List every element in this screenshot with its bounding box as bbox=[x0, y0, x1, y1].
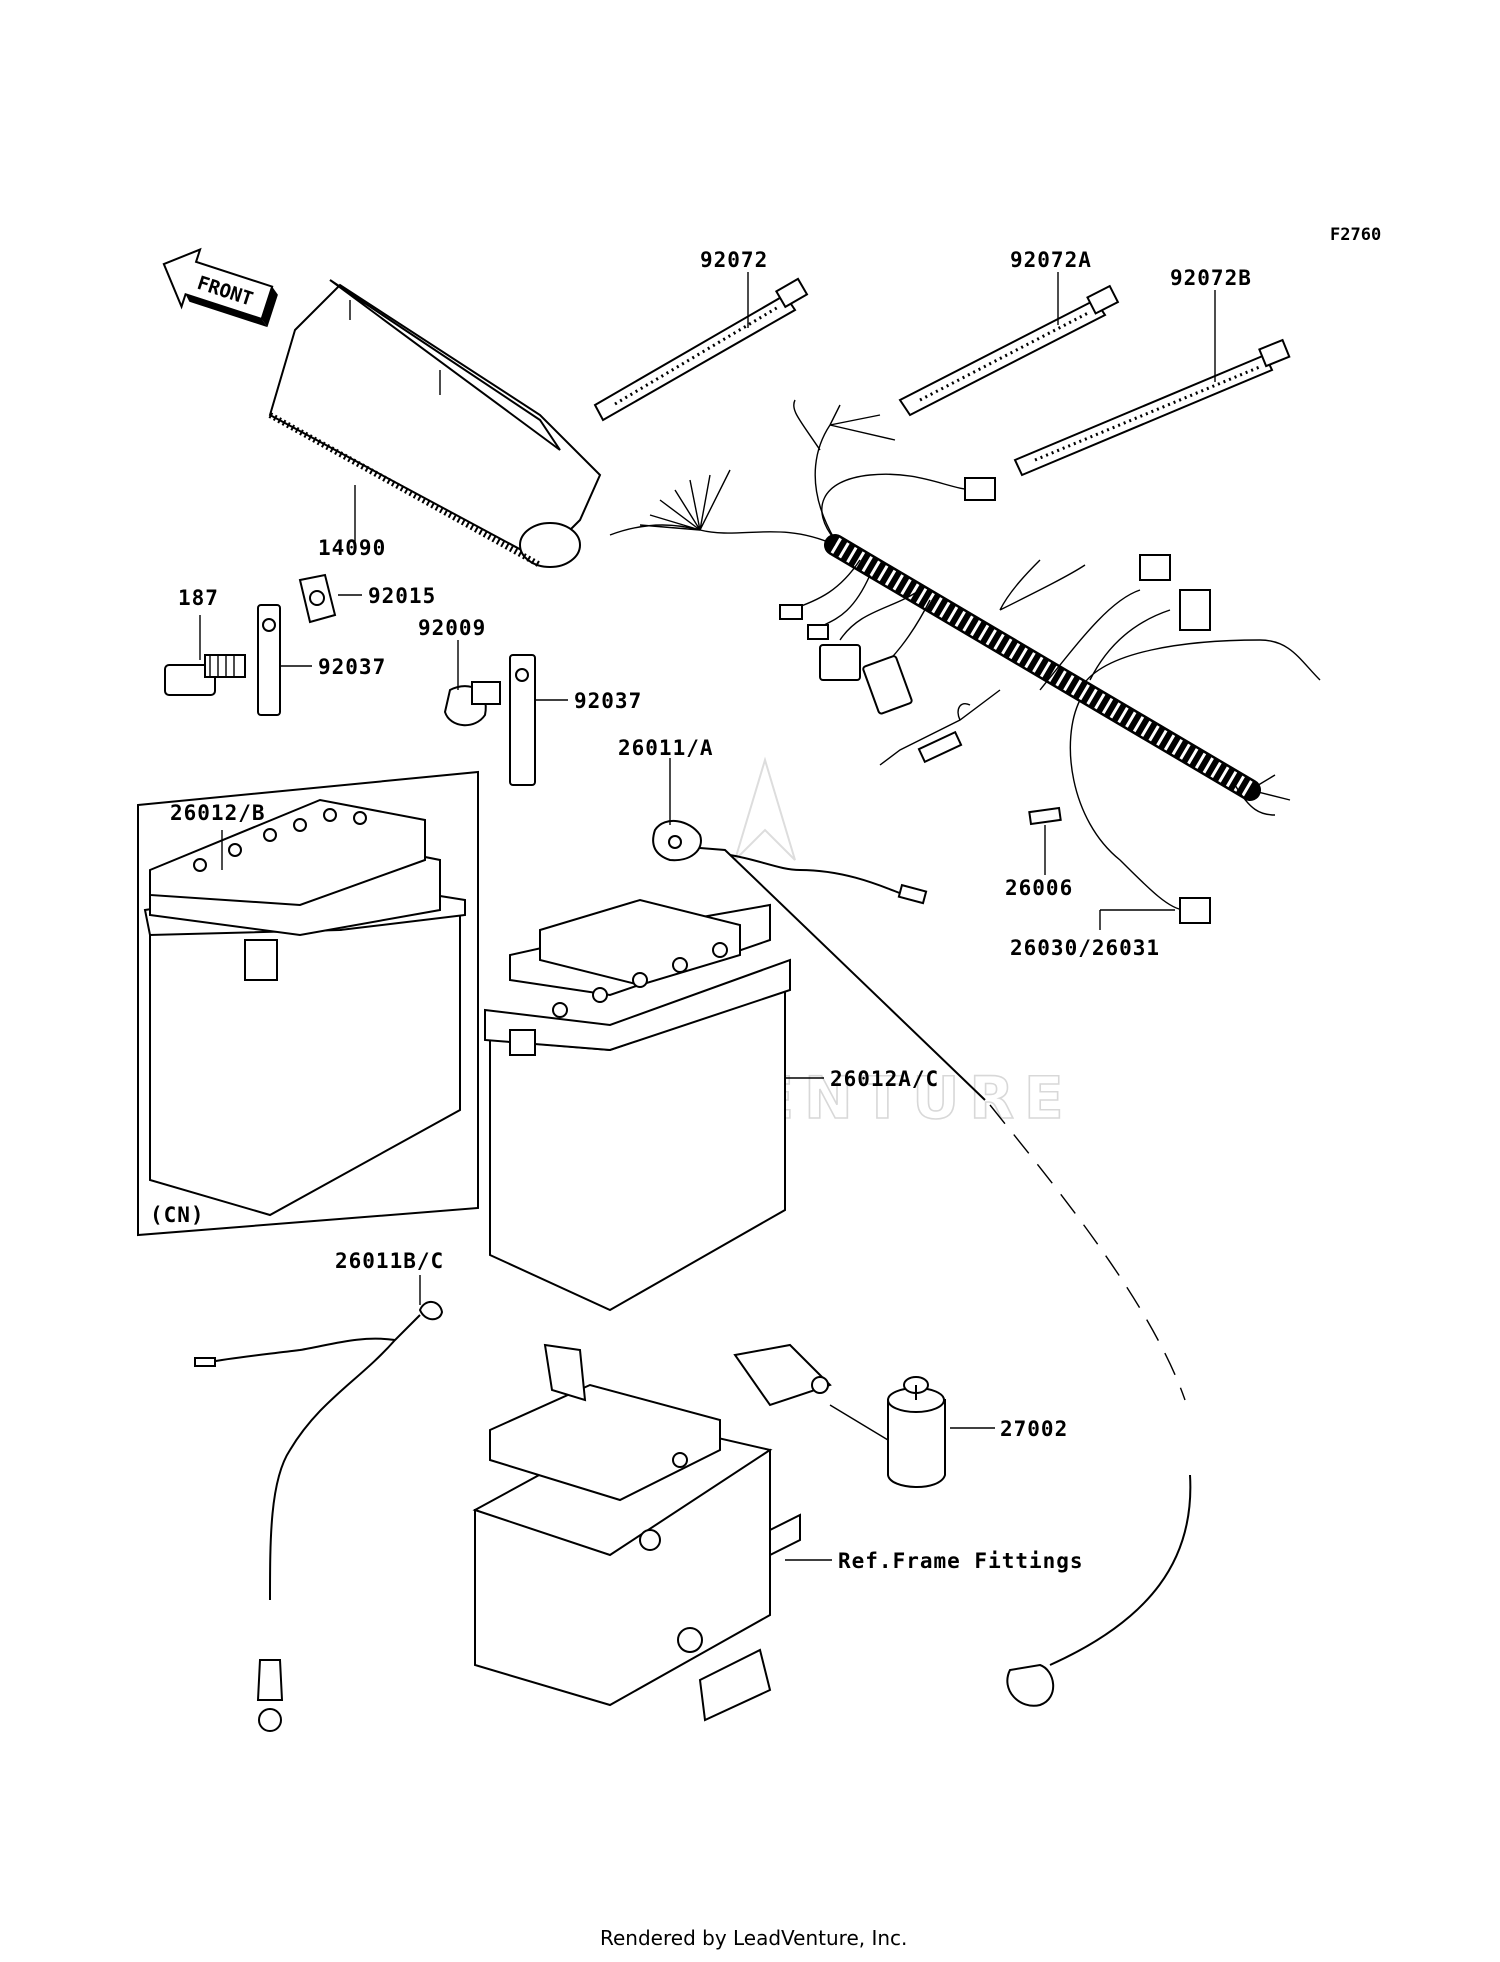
relay-27002[interactable] bbox=[887, 1376, 946, 1488]
frame-fittings-bracket bbox=[472, 1343, 832, 1722]
callout-92037-left: 92037 bbox=[318, 655, 386, 679]
callout-92072: 92072 bbox=[700, 248, 768, 272]
cable-26011BC[interactable] bbox=[194, 1301, 444, 1732]
callout-26012B: 26012/B bbox=[170, 801, 266, 825]
callout-92009: 92009 bbox=[418, 616, 486, 640]
callout-92072B: 92072B bbox=[1170, 266, 1252, 290]
callout-27002: 27002 bbox=[1000, 1417, 1068, 1441]
cover-14090[interactable] bbox=[268, 279, 602, 568]
wiring-harness-26030[interactable] bbox=[609, 399, 1321, 924]
front-arrow-icon: FRONT bbox=[162, 247, 278, 328]
battery-26012B[interactable] bbox=[143, 798, 466, 1217]
callout-187: 187 bbox=[178, 586, 219, 610]
cable-tie-92072A[interactable] bbox=[898, 284, 1120, 417]
callout-26006: 26006 bbox=[1005, 876, 1073, 900]
strap-92037-left[interactable] bbox=[257, 604, 281, 716]
cable-26011A[interactable] bbox=[652, 820, 1192, 1707]
callout-92072A: 92072A bbox=[1010, 248, 1092, 272]
nut-92015[interactable] bbox=[298, 573, 337, 624]
callout-26011A: 26011/A bbox=[618, 736, 714, 760]
callout-CN: (CN) bbox=[150, 1203, 205, 1227]
footer-credit: Rendered by LeadVenture, Inc. bbox=[600, 1926, 907, 1950]
bolt-187[interactable] bbox=[164, 654, 246, 696]
callout-26012AC: 26012A/C bbox=[830, 1067, 939, 1091]
callout-92037-right: 92037 bbox=[574, 689, 642, 713]
battery-box-CN bbox=[137, 770, 479, 1237]
screw-92009[interactable] bbox=[443, 681, 501, 727]
cable-tie-92072[interactable] bbox=[593, 277, 809, 422]
callout-26030: 26030/26031 bbox=[1010, 936, 1160, 960]
callout-frame-fittings: Ref.Frame Fittings bbox=[838, 1549, 1084, 1573]
callout-26011BC: 26011B/C bbox=[335, 1249, 444, 1273]
fuse-26006[interactable] bbox=[1028, 806, 1062, 826]
strap-92037-right[interactable] bbox=[509, 654, 536, 786]
cable-tie-92072B[interactable] bbox=[1013, 338, 1291, 477]
figure-code: F2760 bbox=[1330, 225, 1381, 245]
battery-26012AC[interactable] bbox=[484, 898, 791, 1312]
callout-92015: 92015 bbox=[368, 584, 436, 608]
callout-14090: 14090 bbox=[318, 536, 386, 560]
